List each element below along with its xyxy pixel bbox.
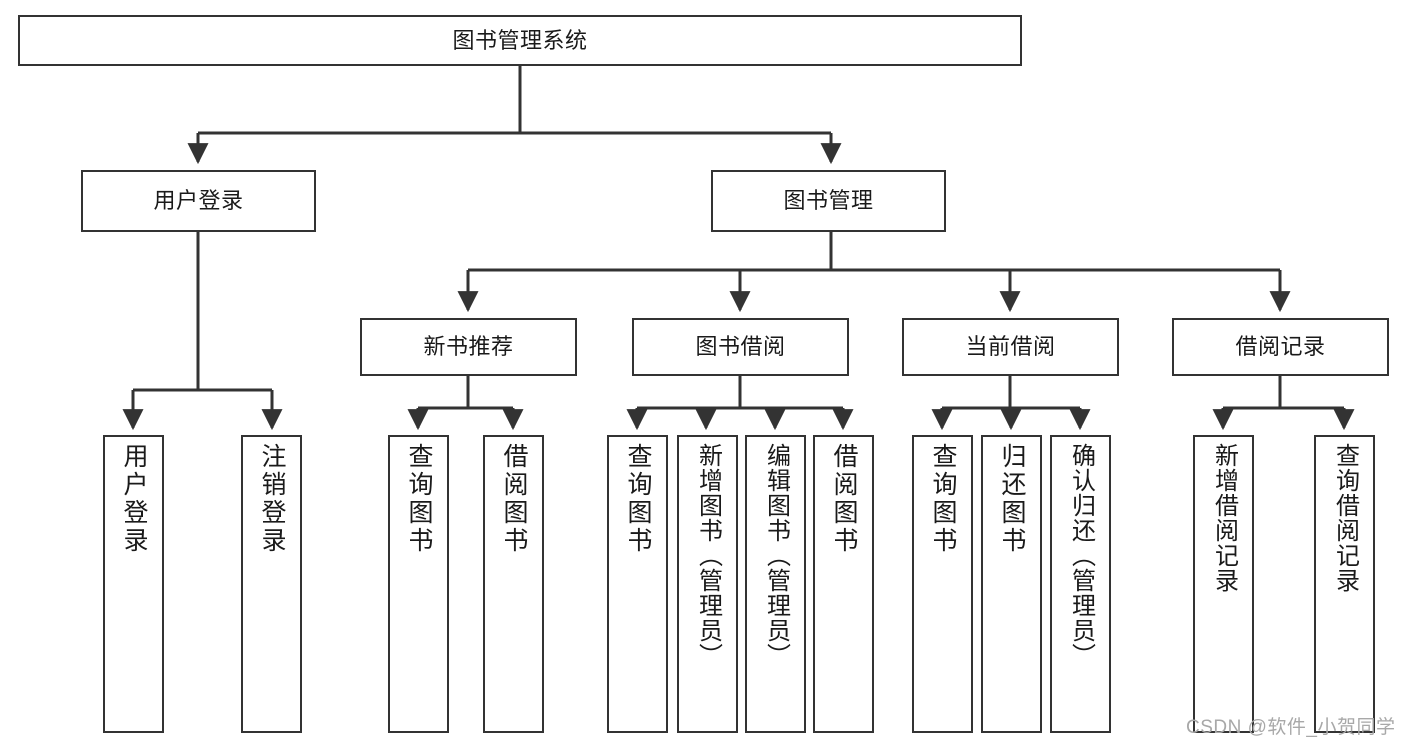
node-label: 新增图书（管理员） (694, 443, 722, 668)
watermark-text: CSDN @软件_小贺同学 (1186, 717, 1396, 738)
node-leaf-add-record[interactable]: 新增借阅记录 (1193, 435, 1254, 733)
node-label: 用户登录 (153, 188, 244, 214)
node-label: 注销登录 (258, 443, 286, 555)
node-leaf-logout-login[interactable]: 注销登录 (241, 435, 302, 733)
node-leaf-query-record[interactable]: 查询借阅记录 (1314, 435, 1375, 733)
node-new-book-recommend[interactable]: 新书推荐 (360, 318, 577, 376)
node-leaf-user-login[interactable]: 用户登录 (103, 435, 164, 733)
node-label: 编辑图书（管理员） (762, 443, 790, 668)
node-leaf-borrow-book-2[interactable]: 借阅图书 (813, 435, 874, 733)
node-leaf-confirm-return[interactable]: 确认归还（管理员） (1050, 435, 1111, 733)
node-leaf-query-book-3[interactable]: 查询图书 (912, 435, 973, 733)
node-label: 查询借阅记录 (1331, 443, 1359, 593)
node-label: 用户登录 (120, 443, 148, 555)
node-leaf-borrow-book-1[interactable]: 借阅图书 (483, 435, 544, 733)
node-label: 新书推荐 (423, 334, 514, 360)
node-book-management[interactable]: 图书管理 (711, 170, 946, 232)
node-user-login[interactable]: 用户登录 (81, 170, 316, 232)
node-borrow-record[interactable]: 借阅记录 (1172, 318, 1389, 376)
node-label: 查询图书 (929, 443, 957, 555)
node-label: 查询图书 (624, 443, 652, 555)
node-label: 图书借阅 (695, 334, 786, 360)
node-current-borrow[interactable]: 当前借阅 (902, 318, 1119, 376)
node-label: 图书管理 (783, 188, 874, 214)
node-label: 借阅图书 (500, 443, 528, 555)
node-leaf-query-book-2[interactable]: 查询图书 (607, 435, 668, 733)
node-label: 图书管理系统 (452, 27, 588, 53)
node-label: 确认归还（管理员） (1067, 443, 1095, 668)
node-label: 查询图书 (405, 443, 433, 555)
node-book-borrow[interactable]: 图书借阅 (632, 318, 849, 376)
node-root-system[interactable]: 图书管理系统 (18, 15, 1022, 66)
node-leaf-add-book[interactable]: 新增图书（管理员） (677, 435, 738, 733)
node-label: 借阅记录 (1235, 334, 1326, 360)
node-label: 借阅图书 (830, 443, 858, 555)
node-label: 当前借阅 (965, 334, 1056, 360)
node-leaf-edit-book[interactable]: 编辑图书（管理员） (745, 435, 806, 733)
node-leaf-return-book[interactable]: 归还图书 (981, 435, 1042, 733)
node-label: 归还图书 (998, 443, 1026, 555)
node-leaf-query-book-1[interactable]: 查询图书 (388, 435, 449, 733)
node-label: 新增借阅记录 (1210, 443, 1238, 593)
